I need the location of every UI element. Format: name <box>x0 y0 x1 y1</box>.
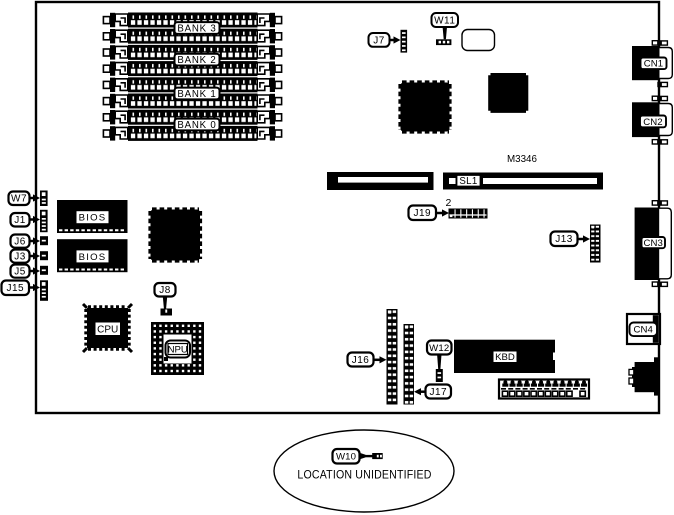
svg-text:J6: J6 <box>14 237 26 248</box>
svg-text:KBD: KBD <box>495 352 515 363</box>
svg-text:CN2: CN2 <box>643 117 663 128</box>
svg-text:BANK 3: BANK 3 <box>177 23 216 34</box>
svg-text:SL1: SL1 <box>459 176 477 187</box>
svg-text:J15: J15 <box>6 283 24 294</box>
svg-text:NPU: NPU <box>168 345 188 356</box>
svg-text:W7: W7 <box>11 194 27 205</box>
svg-text:CN4: CN4 <box>634 325 654 336</box>
svg-text:CPU: CPU <box>97 324 118 335</box>
svg-text:BANK 2: BANK 2 <box>177 55 216 66</box>
svg-text:BANK 0: BANK 0 <box>177 120 216 131</box>
svg-text:LOCATION UNIDENTIFIED: LOCATION UNIDENTIFIED <box>297 469 431 482</box>
svg-text:M3346: M3346 <box>507 154 538 165</box>
svg-text:W12: W12 <box>429 343 449 354</box>
svg-text:BIOS: BIOS <box>79 213 107 224</box>
svg-text:W10: W10 <box>336 452 356 463</box>
svg-text:BANK 1: BANK 1 <box>177 89 216 100</box>
svg-text:J7: J7 <box>373 35 385 46</box>
svg-text:J5: J5 <box>14 267 26 278</box>
svg-text:CN3: CN3 <box>644 238 664 249</box>
svg-text:J16: J16 <box>352 355 370 366</box>
svg-text:W11: W11 <box>434 15 455 26</box>
svg-text:J1: J1 <box>14 215 26 226</box>
svg-text:J8: J8 <box>159 285 171 296</box>
svg-text:J19: J19 <box>413 208 431 219</box>
svg-text:J17: J17 <box>429 387 447 398</box>
svg-text:CN1: CN1 <box>644 59 664 70</box>
svg-text:BIOS: BIOS <box>79 252 107 263</box>
svg-text:J3: J3 <box>14 252 26 263</box>
svg-text:2: 2 <box>446 197 452 209</box>
svg-text:J13: J13 <box>555 234 573 245</box>
